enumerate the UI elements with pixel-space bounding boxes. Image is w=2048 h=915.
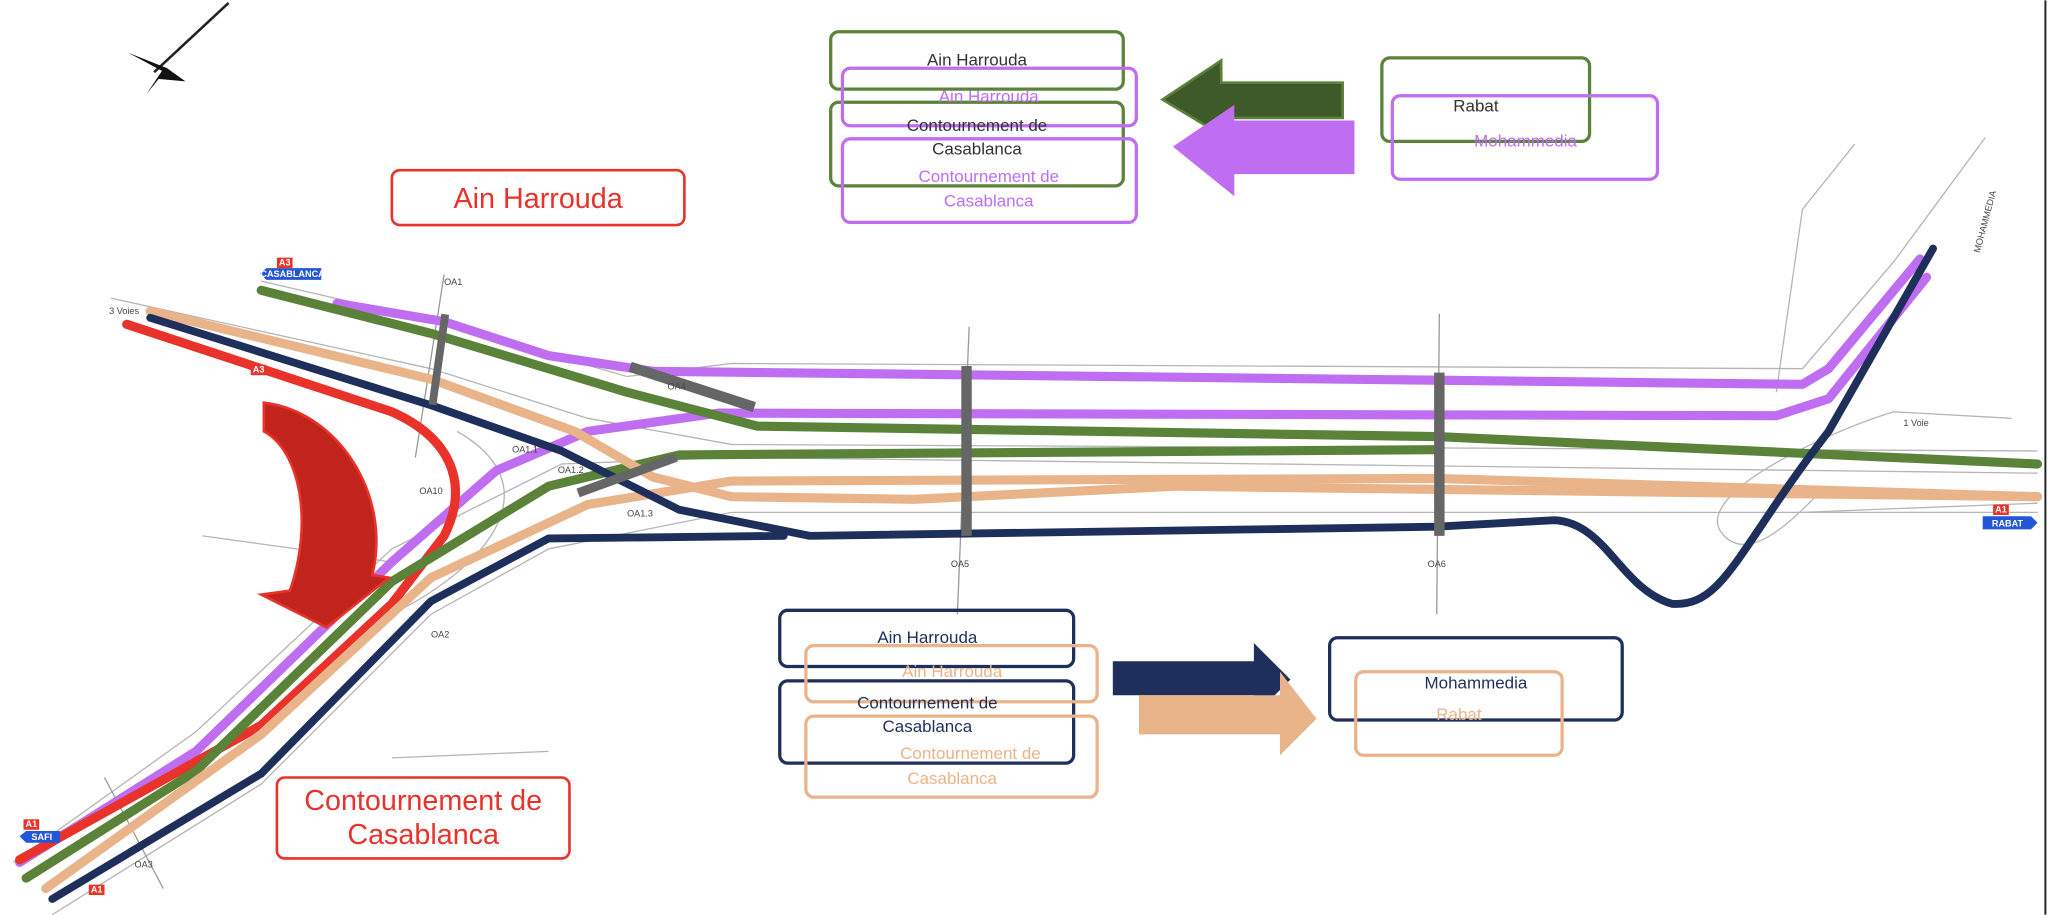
- structure-labels: OA1 OA4 OA1.1 OA1.2 OA1.3 OA10 OA2 OA3 O…: [109, 277, 1929, 870]
- structure-oa10: OA10: [419, 486, 442, 496]
- sign-a1-safi-route: A1: [26, 819, 38, 829]
- structure-oa1: OA1: [444, 277, 462, 287]
- route-red: [15, 319, 460, 865]
- navy-arrow-icon: [1112, 642, 1291, 717]
- bottom-legend: [778, 608, 1624, 799]
- purple-from-contournement-2: Casablanca: [944, 192, 1034, 211]
- green-arrow-icon: [1160, 57, 1344, 138]
- structure-oa1-2: OA1.2: [558, 465, 584, 475]
- navy-from-contournement-2: Casablanca: [883, 717, 973, 736]
- route-navy-2: [48, 531, 788, 903]
- curved-arrow-icon: [256, 401, 393, 629]
- sign-a1-rabat-route: A1: [1995, 504, 2007, 514]
- structure-oa2: OA2: [431, 630, 449, 640]
- orange-from-contournement-2: Casablanca: [907, 769, 997, 788]
- purple-to-mohammedia: Mohammedia: [1474, 132, 1577, 151]
- lane-note-3-voies: 3 Voies: [109, 306, 139, 316]
- sign-a3: A3: [253, 365, 265, 375]
- navy-from-ain-harrouda: Ain Harrouda: [877, 628, 978, 647]
- green-to-rabat: Rabat: [1453, 96, 1499, 115]
- green-from-ain-harrouda: Ain Harrouda: [927, 51, 1028, 70]
- bridge-structures: [428, 313, 1445, 536]
- contournement-label-box: [275, 776, 571, 860]
- structure-oa3: OA3: [135, 860, 153, 870]
- sign-casablanca: CASABLANCA: [260, 269, 325, 279]
- orange-arrow-icon: [1138, 671, 1317, 756]
- sign-a1: A1: [91, 884, 103, 894]
- sign-mohammedia: MOHAMMEDIA: [1972, 189, 1998, 254]
- contournement-label-line2: Casablanca: [347, 819, 499, 851]
- structure-oa4: OA4: [667, 382, 685, 392]
- sign-a3-route: A3: [279, 258, 291, 268]
- structure-oa5: OA5: [951, 559, 969, 569]
- navy-to-mohammedia: Mohammedia: [1425, 674, 1528, 693]
- structure-oa1-3: OA1.3: [627, 508, 653, 518]
- contournement-label-line1: Contournement de: [304, 785, 542, 817]
- sign-rabat: RABAT: [1992, 519, 2024, 529]
- top-legend: [829, 30, 1660, 225]
- route-green-1: [256, 285, 2043, 469]
- route-navy-1: [146, 244, 1937, 608]
- direction-signs: A3 CASABLANCA A3 A1 RABAT A1 SAFI A1 MOH…: [19, 189, 2038, 896]
- purple-from-ain-harrouda: Ain Harrouda: [939, 87, 1040, 106]
- orange-from-contournement-1: Contournement de: [900, 744, 1041, 763]
- green-from-contournement-1: Contournement de: [907, 116, 1048, 135]
- sign-safi: SAFI: [31, 832, 52, 842]
- ain-harrouda-label-box: [390, 168, 686, 227]
- navy-from-contournement-1: Contournement de: [857, 693, 998, 712]
- purple-from-contournement-1: Contournement de: [918, 167, 1059, 186]
- purple-arrow-icon: [1172, 104, 1355, 197]
- structure-oa1-1: OA1.1: [512, 444, 538, 454]
- north-arrow-icon: [128, 2, 230, 95]
- green-from-contournement-2: Casablanca: [932, 139, 1022, 158]
- structure-oa6: OA6: [1428, 559, 1446, 569]
- route-purple-2: [15, 272, 1932, 867]
- ain-harrouda-label: Ain Harrouda: [454, 183, 623, 215]
- orange-from-ain-harrouda: Ain Harrouda: [902, 662, 1003, 681]
- lane-note-1-voie: 1 Voie: [1903, 418, 1928, 428]
- orange-to-rabat: Rabat: [1436, 705, 1482, 724]
- routes: [15, 244, 2043, 903]
- route-green-2: [21, 445, 1442, 883]
